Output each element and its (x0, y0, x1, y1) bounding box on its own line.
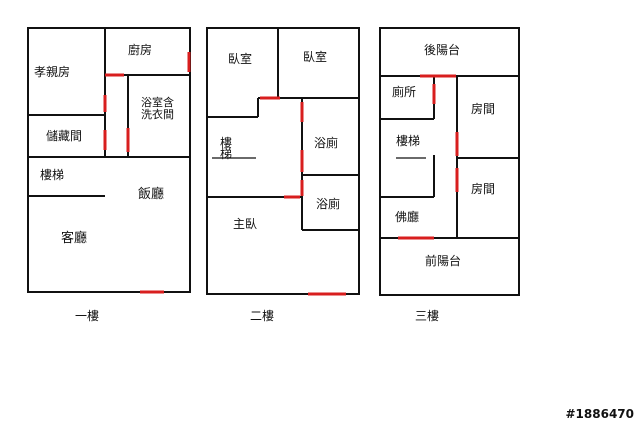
floor-label-3f: 三樓 (415, 309, 440, 323)
room-label-dining: 飯廳 (138, 187, 165, 202)
room-label-bathroom-b: 浴廁 (316, 197, 341, 211)
floor-2-doors (260, 96, 346, 296)
room-label-rear-balcony: 後陽台 (424, 43, 461, 57)
room-label-room-b: 房間 (471, 182, 496, 196)
room-label-bedroom-a: 臥室 (228, 52, 253, 66)
room-label-stairs-2f-2: 梯 (220, 147, 233, 161)
room-label-stairs-2f-1: 樓 (220, 136, 233, 150)
room-label-stairs-3f: 樓梯 (396, 134, 421, 148)
floor-label-2f: 二樓 (250, 309, 275, 323)
floor-3-doors (398, 74, 459, 240)
room-label-bath-laundry-1: 浴室含 (141, 96, 174, 109)
floor-label-1f: 一樓 (75, 309, 100, 323)
room-label-master-bedroom: 主臥 (233, 217, 258, 231)
room-label-toilet: 廁所 (392, 85, 417, 99)
room-label-bedroom-b: 臥室 (303, 50, 328, 64)
room-label-kitchen: 廚房 (128, 43, 153, 57)
room-label-bath-laundry-2: 洗衣間 (141, 108, 174, 121)
room-label-elder-room: 孝親房 (34, 65, 71, 79)
room-label-front-balcony: 前陽台 (425, 254, 462, 268)
floor-2-walls (206, 27, 360, 295)
room-label-room-a: 房間 (471, 102, 496, 116)
floor-1-doors (103, 52, 191, 294)
watermark-id: #1886470 (565, 407, 634, 421)
room-label-stairs-1f: 樓梯 (40, 168, 65, 182)
room-label-bathroom-a: 浴廁 (314, 136, 339, 150)
room-label-living: 客廳 (61, 231, 88, 246)
room-label-storage: 儲藏間 (46, 129, 83, 143)
room-label-buddha-hall: 佛廳 (395, 210, 420, 224)
